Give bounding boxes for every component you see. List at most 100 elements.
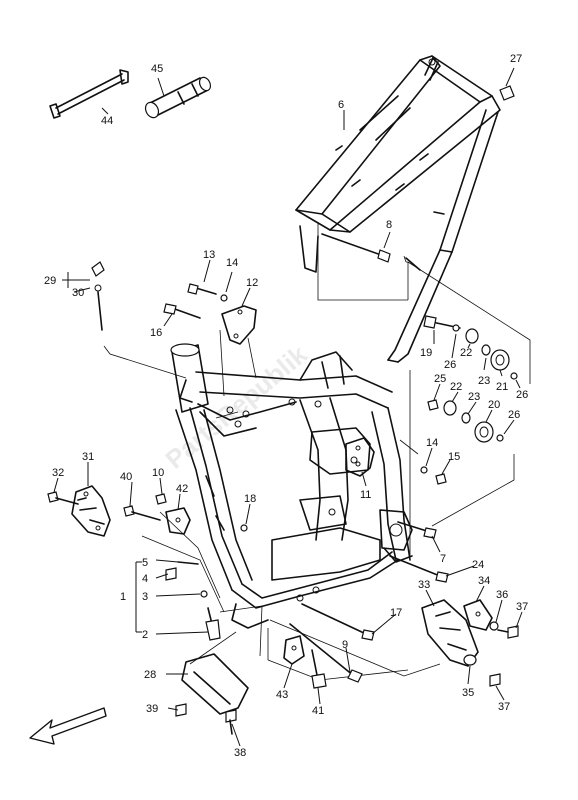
callout-23-a: 23 [478, 375, 490, 387]
callout-19: 19 [420, 347, 432, 359]
part-20-damper [474, 421, 494, 443]
part-42-bracket [165, 507, 191, 535]
callout-labels: 44 45 6 27 8 13 14 12 16 29 30 19 26 22 … [44, 53, 528, 759]
part-22-collar-a [465, 328, 479, 344]
part-17-bolt [301, 603, 375, 641]
part-13-bolt [187, 283, 217, 295]
part-25-nut [427, 399, 439, 411]
callout-39: 39 [146, 703, 158, 715]
part-34-bracket [463, 599, 493, 631]
callout-18: 18 [244, 493, 256, 505]
part-1-5-assembly [165, 561, 221, 641]
callout-14-top: 14 [226, 257, 238, 269]
callout-33: 33 [418, 579, 430, 591]
reference-lines [103, 222, 531, 681]
callout-20: 20 [488, 399, 500, 411]
callout-5: 5 [142, 557, 148, 569]
callout-6: 6 [338, 99, 344, 111]
callout-7: 7 [440, 553, 446, 565]
callout-28: 28 [144, 669, 156, 681]
watermark-logo: PartsRepublik [160, 339, 314, 475]
callout-34: 34 [478, 575, 490, 587]
callout-1: 1 [120, 591, 126, 603]
callout-31: 31 [82, 451, 94, 463]
part-31-plate [71, 485, 111, 537]
callout-22-a: 22 [460, 347, 472, 359]
part-8-bolt [321, 233, 391, 263]
part-39-bolt [175, 703, 187, 717]
part-21-damper [490, 349, 510, 371]
callout-41: 41 [312, 705, 324, 717]
part-11-bracket [345, 437, 375, 477]
part-40-bolt [123, 505, 161, 521]
part-36-washer [489, 621, 499, 631]
main-frame [170, 343, 413, 629]
callout-45: 45 [151, 63, 163, 75]
part-43-bracket [283, 635, 305, 665]
callout-44: 44 [101, 115, 113, 127]
part-27-cap [499, 85, 515, 101]
callout-leaders [53, 67, 523, 747]
part-29-30-fitting [91, 261, 105, 331]
callout-8: 8 [386, 219, 392, 231]
part-26-washer-c [496, 434, 504, 442]
callout-12: 12 [246, 277, 258, 289]
part-12-bracket [221, 305, 257, 345]
front-arrow-icon [29, 707, 107, 745]
part-7-bolt [397, 521, 437, 539]
callout-37-a: 37 [516, 601, 528, 613]
callout-42: 42 [176, 483, 188, 495]
callout-9: 9 [342, 639, 348, 651]
part-23-bush-b [461, 412, 471, 424]
callout-29: 29 [44, 275, 56, 287]
callout-35: 35 [462, 687, 474, 699]
callout-17: 17 [390, 607, 402, 619]
part-22-collar-b [443, 400, 457, 416]
part-38-bolt [225, 709, 237, 735]
callout-16: 16 [150, 327, 162, 339]
part-23-bush-a [481, 344, 491, 356]
callout-32: 32 [52, 467, 64, 479]
part-18-washer [240, 524, 248, 532]
watermark-text: PartsRepublik [160, 339, 314, 475]
callout-40: 40 [120, 471, 132, 483]
callout-4: 4 [142, 573, 148, 585]
callout-23-b: 23 [468, 391, 480, 403]
callout-43: 43 [276, 689, 288, 701]
part-32-bolt [47, 491, 79, 505]
callout-36: 36 [496, 589, 508, 601]
part-24-bolt [389, 555, 449, 583]
callout-26-c: 26 [508, 409, 520, 421]
part-28-guard [181, 653, 249, 715]
part-44-wrench [49, 69, 129, 119]
callout-30: 30 [72, 287, 84, 299]
callout-38: 38 [234, 747, 246, 759]
rear-subframe [295, 55, 501, 363]
callout-24: 24 [472, 559, 484, 571]
part-9-bolt [289, 623, 363, 683]
part-37-bolt-b [489, 673, 501, 687]
part-26-washer-a [452, 324, 460, 332]
part-26-washer-b [510, 372, 518, 380]
callout-2: 2 [142, 629, 148, 641]
part-10-nut [155, 493, 167, 505]
callout-13: 13 [203, 249, 215, 261]
callout-14-b: 14 [426, 437, 438, 449]
callout-37-b: 37 [498, 701, 510, 713]
callout-22-b: 22 [450, 381, 462, 393]
part-15-nut [435, 473, 447, 485]
callout-25: 25 [434, 373, 446, 385]
callout-26-a: 26 [444, 359, 456, 371]
part-14-washer [220, 294, 228, 302]
part-14-washer-b [420, 466, 428, 474]
part-41-bolt [311, 649, 327, 689]
part-35-collar [463, 654, 477, 666]
callout-11: 11 [360, 489, 371, 501]
callout-21: 21 [496, 381, 508, 393]
callout-10: 10 [152, 467, 164, 479]
part-45-socket-tool [144, 76, 212, 119]
callout-27: 27 [510, 53, 522, 65]
part-37-bolt-a [497, 625, 519, 639]
callout-3: 3 [142, 591, 148, 603]
